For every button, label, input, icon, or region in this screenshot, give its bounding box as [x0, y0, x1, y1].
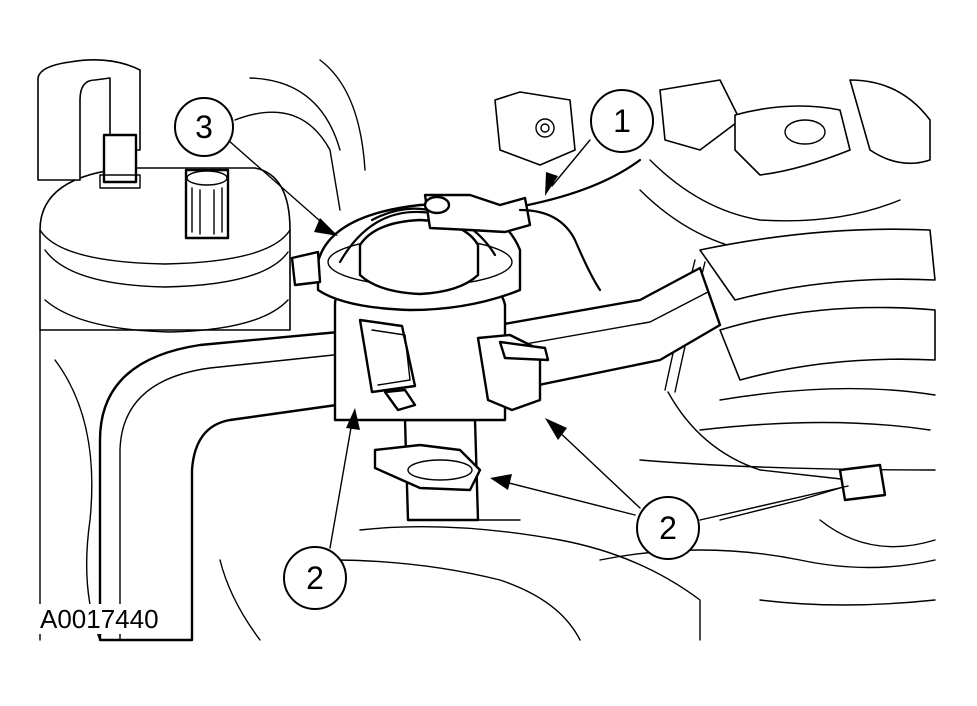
callout-1: 1 — [590, 89, 654, 153]
callout-2-right-label: 2 — [659, 509, 677, 546]
background-components — [37, 58, 936, 641]
callout-1-label: 1 — [613, 102, 631, 139]
callout-2-lower-left: 2 — [283, 546, 347, 610]
callout-2-lower-left-label: 2 — [306, 559, 324, 596]
callout-3: 3 — [174, 97, 234, 157]
figure-id: A0017440 — [38, 604, 161, 634]
callout-3-label: 3 — [195, 108, 213, 145]
valve-assembly — [290, 158, 642, 522]
callout-2-right: 2 — [636, 496, 700, 560]
callout-leaders — [227, 139, 849, 549]
main-hose — [98, 328, 374, 642]
